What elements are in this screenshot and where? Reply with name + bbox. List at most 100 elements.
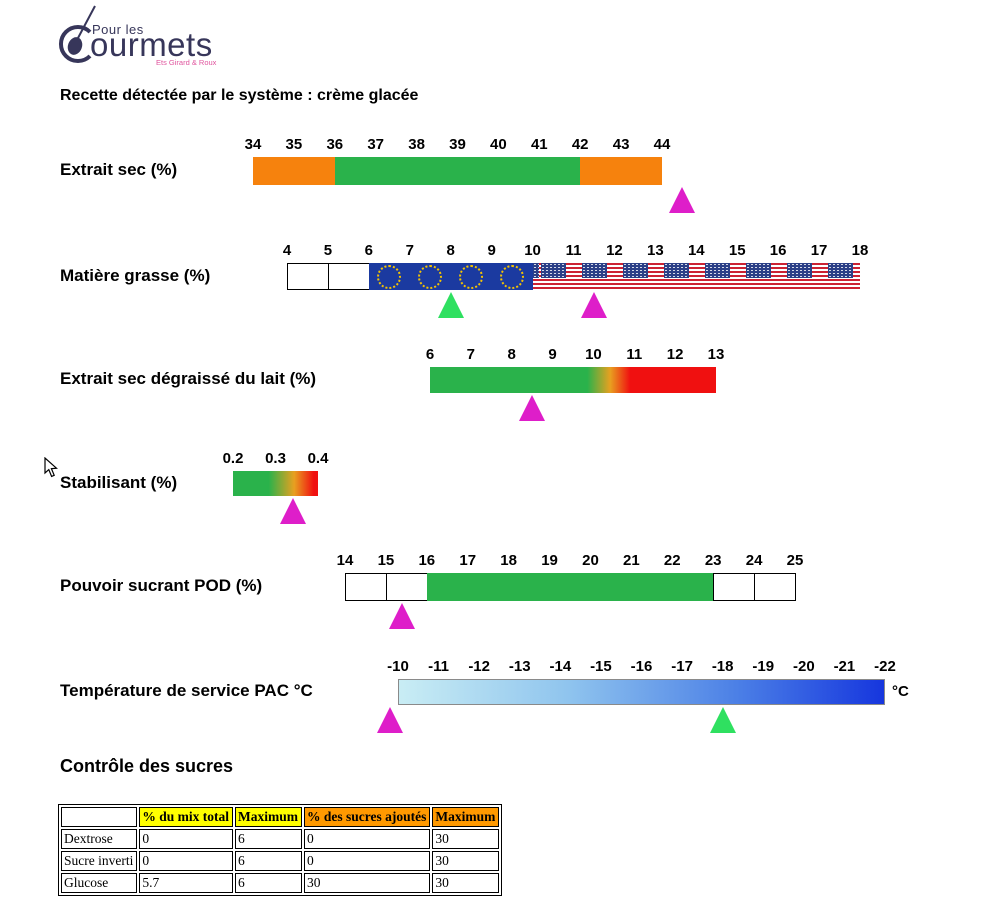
scale-label-matiere_grasse: Matière grasse (%) [60, 265, 211, 285]
scale-label-temperature: Température de service PAC °C [60, 681, 313, 700]
tick-label: 12 [606, 242, 623, 259]
value-cell: 0 [304, 829, 431, 849]
eu-stars-icon [418, 264, 443, 289]
tick-label: -16 [630, 658, 653, 675]
tick-label: 14 [687, 242, 705, 259]
us-canton-icon [663, 263, 689, 278]
value-cell: 0 [139, 851, 233, 871]
column-header: Maximum [235, 807, 302, 827]
tick-label: -22 [874, 658, 896, 675]
us-canton-icon [622, 263, 648, 278]
tick-label: 4 [282, 242, 292, 259]
row-label: Sucre inverti [61, 851, 138, 871]
tick-label: 19 [541, 552, 558, 569]
tick-label: 13 [647, 242, 664, 259]
tick-label: 37 [367, 136, 385, 153]
tick-label: 42 [571, 136, 589, 153]
segment-ok-zone [426, 573, 714, 601]
empty-cell [385, 573, 428, 601]
tick-label: -11 [428, 658, 450, 675]
tick-label: 9 [487, 242, 496, 259]
column-header: % du mix total [139, 807, 233, 827]
tick-label: 17 [459, 552, 477, 569]
tick-label: 41 [530, 136, 548, 153]
tick-label: 0.4 [307, 450, 329, 467]
tick-label: 25 [786, 552, 804, 569]
tick-label: -21 [833, 658, 856, 675]
tick-label: 7 [405, 242, 414, 259]
tick-label: -17 [671, 658, 693, 675]
value-cell: 30 [432, 829, 500, 849]
recipe-value-marker [669, 187, 696, 213]
brand-sub-text: Ets Girard & Roux [156, 58, 217, 67]
value-cell: 30 [432, 873, 500, 893]
recipe-detected-heading: Recette détectée par le système : crème … [60, 87, 419, 104]
empty-cell [327, 263, 370, 290]
spoon-g-icon [58, 5, 96, 63]
value-cell: 6 [235, 851, 302, 871]
value-cell: 6 [235, 873, 302, 893]
tick-label: 0.3 [265, 450, 286, 467]
segment-warning-zone [580, 157, 662, 185]
us-canton-icon [541, 263, 567, 278]
tick-label: -14 [549, 658, 572, 675]
tick-label: 18 [851, 242, 869, 259]
tick-label: -13 [508, 658, 531, 675]
reference-marker [437, 292, 464, 318]
value-cell: 30 [304, 873, 431, 893]
tick-label: 9 [548, 346, 557, 363]
empty-cell [754, 573, 796, 601]
tick-label: 8 [507, 346, 516, 363]
recipe-value-marker [389, 603, 416, 629]
recipe-value-marker [279, 498, 306, 524]
scale-label-esdl: Extrait sec dégraissé du lait (%) [60, 369, 317, 388]
tick-label: 10 [524, 242, 541, 259]
recipe-value-marker [580, 292, 607, 318]
tick-label: 38 [408, 136, 425, 153]
eu-stars-icon [377, 264, 402, 289]
empty-cell [345, 573, 387, 601]
value-cell: 5.7 [139, 873, 233, 893]
tick-label: -15 [590, 658, 612, 675]
tick-label: 15 [377, 552, 395, 569]
tick-label: 15 [728, 242, 746, 259]
mouse-cursor-icon [44, 457, 58, 478]
scale-label-extrait_sec: Extrait sec (%) [60, 160, 178, 179]
tick-label: 16 [769, 242, 787, 259]
tick-label: 24 [745, 552, 763, 569]
us-canton-icon [704, 263, 730, 278]
tick-label: 10 [585, 346, 602, 363]
empty-cell [287, 263, 329, 290]
empty-cell [713, 573, 756, 601]
scale-label-pod: Pouvoir sucrant POD (%) [60, 576, 263, 595]
tick-label: 14 [336, 552, 354, 569]
recipe-value-marker [519, 395, 546, 421]
us-canton-icon [581, 263, 607, 278]
tick-label: -12 [468, 658, 490, 675]
segment-gradient [398, 679, 885, 705]
eu-stars-icon [459, 264, 484, 289]
tick-label: 5 [323, 242, 333, 259]
tick-label: 40 [490, 136, 507, 153]
us-canton-icon [827, 263, 853, 278]
tick-label: 22 [663, 552, 681, 569]
us-canton-icon [532, 263, 539, 278]
column-header: Maximum [432, 807, 500, 827]
tick-label: 7 [466, 346, 476, 363]
us-canton-icon [745, 263, 771, 278]
value-cell: 30 [432, 851, 500, 871]
tick-label: 8 [446, 242, 455, 259]
row-label: Glucose [61, 873, 138, 893]
row-label: Dextrose [61, 829, 138, 849]
tick-label: 21 [623, 552, 640, 569]
tick-label: 12 [666, 346, 684, 363]
tick-label: 0.2 [222, 450, 244, 467]
tick-label: 6 [364, 242, 374, 259]
brand-top-text: Pour les [92, 22, 144, 37]
tick-label: -20 [792, 658, 815, 675]
segment-warning-zone [253, 157, 335, 185]
tick-label: 13 [707, 346, 725, 363]
recipe-value-marker [376, 707, 403, 733]
